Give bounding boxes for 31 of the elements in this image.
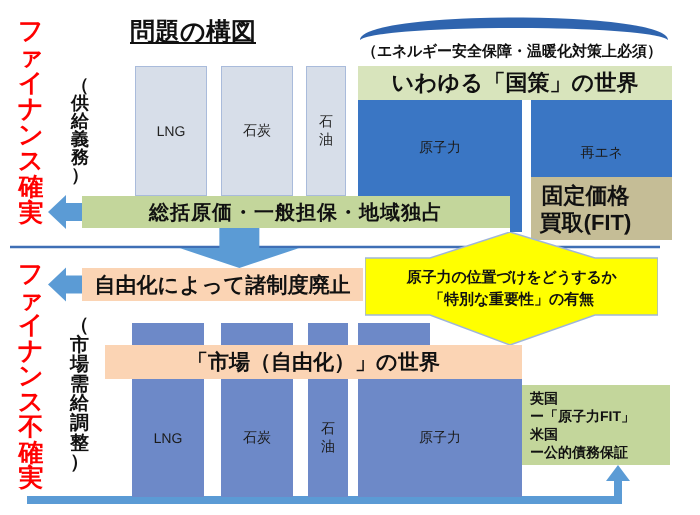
note-text: ー「原子力FIT」 [530, 407, 635, 425]
policy-band: 自由化によって諸制度廃止 [82, 268, 363, 301]
arrow [48, 195, 82, 229]
fuel-bar: 再エネ 固定価格買取(FIT) [531, 100, 672, 240]
caption-text: （エネルギー安全保障・温暖化対策上必須） [361, 42, 663, 61]
policy-band: 総括原価・一般担保・地域独占 [82, 196, 510, 228]
fuel-bar: 原子力 [358, 100, 522, 196]
fuel-bar: 石炭 [221, 66, 293, 196]
fuel-bar: 石炭 [221, 379, 293, 497]
question-text: 原子力の位置づけをどうするか [406, 268, 616, 288]
fuel-bar: 原子力 [358, 379, 522, 497]
question-text: 「特別な重要性」の有無 [429, 290, 594, 310]
arrow [27, 465, 630, 504]
vertical-label: （供給義務） [71, 76, 89, 184]
note-box [522, 385, 670, 465]
title-band: いわゆる「国策」の世界 [358, 66, 672, 100]
fuel-bar: 石油 [306, 66, 346, 196]
title-band: 「市場（自由化）」の世界 [105, 345, 522, 379]
arrow [48, 268, 82, 302]
vertical-label: （市場需給調整） [70, 316, 89, 473]
fuel-bar: 石油 [308, 379, 348, 497]
arrow [179, 228, 300, 268]
note-text: ー公的債務保証 [530, 443, 628, 461]
title: 問題の構図 [130, 17, 256, 48]
fuel-bar: LNG [135, 66, 207, 196]
vertical-heading: ファイナンス確実 [14, 18, 48, 228]
note-text: 英国 [530, 389, 558, 407]
fuel-bar: LNG [132, 379, 204, 497]
fit-box: 固定価格買取(FIT) [531, 177, 672, 240]
vertical-heading: ファイナンス不確実 [14, 262, 48, 496]
note-text: 米国 [530, 425, 558, 443]
